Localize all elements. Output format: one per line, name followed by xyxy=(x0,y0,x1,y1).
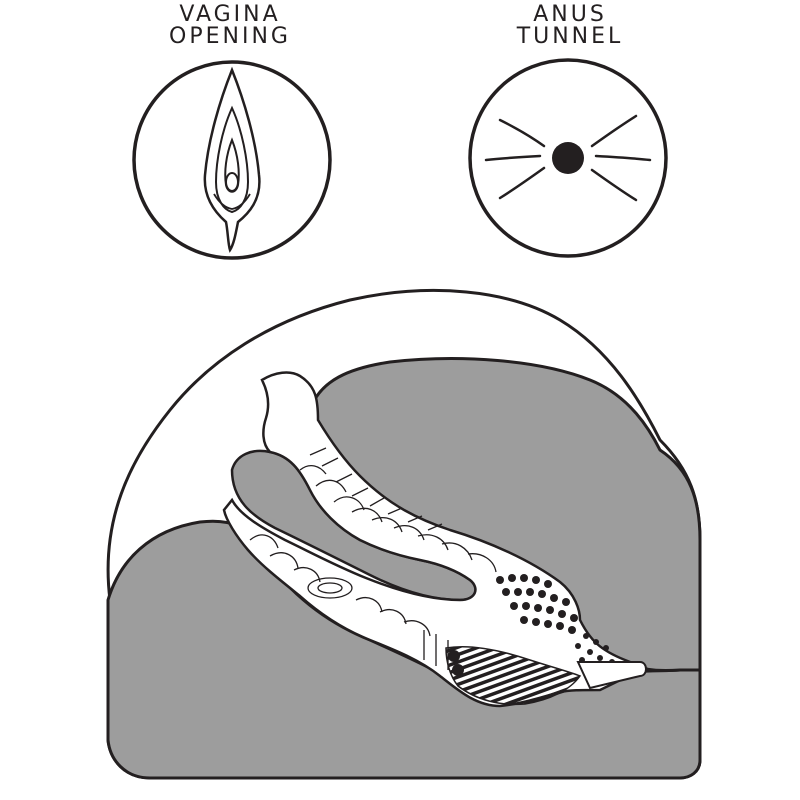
anus-label-line2: TUNNEL xyxy=(516,24,624,49)
main-body-cutaway xyxy=(106,289,702,780)
tunnel-texture-lower xyxy=(249,534,449,670)
anus-tunnel-label: ANUS TUNNEL xyxy=(470,4,670,48)
tunnel-exit xyxy=(576,661,647,690)
anus-label-line1: ANUS xyxy=(533,2,607,27)
vagina-opening-label: VAGINA OPENING xyxy=(130,4,330,48)
vagina-opening-icon xyxy=(132,60,332,260)
anus-opening-icon xyxy=(468,58,668,258)
tunnel-dots-upper xyxy=(496,574,615,665)
tunnel-texture-upper xyxy=(299,447,497,573)
tunnel-dot xyxy=(452,664,464,676)
vagina-label-line1: VAGINA xyxy=(179,2,281,27)
tunnel-stripes-lower xyxy=(445,646,582,706)
tunnel-dot xyxy=(448,650,460,662)
vagina-label-line2: OPENING xyxy=(169,24,291,49)
